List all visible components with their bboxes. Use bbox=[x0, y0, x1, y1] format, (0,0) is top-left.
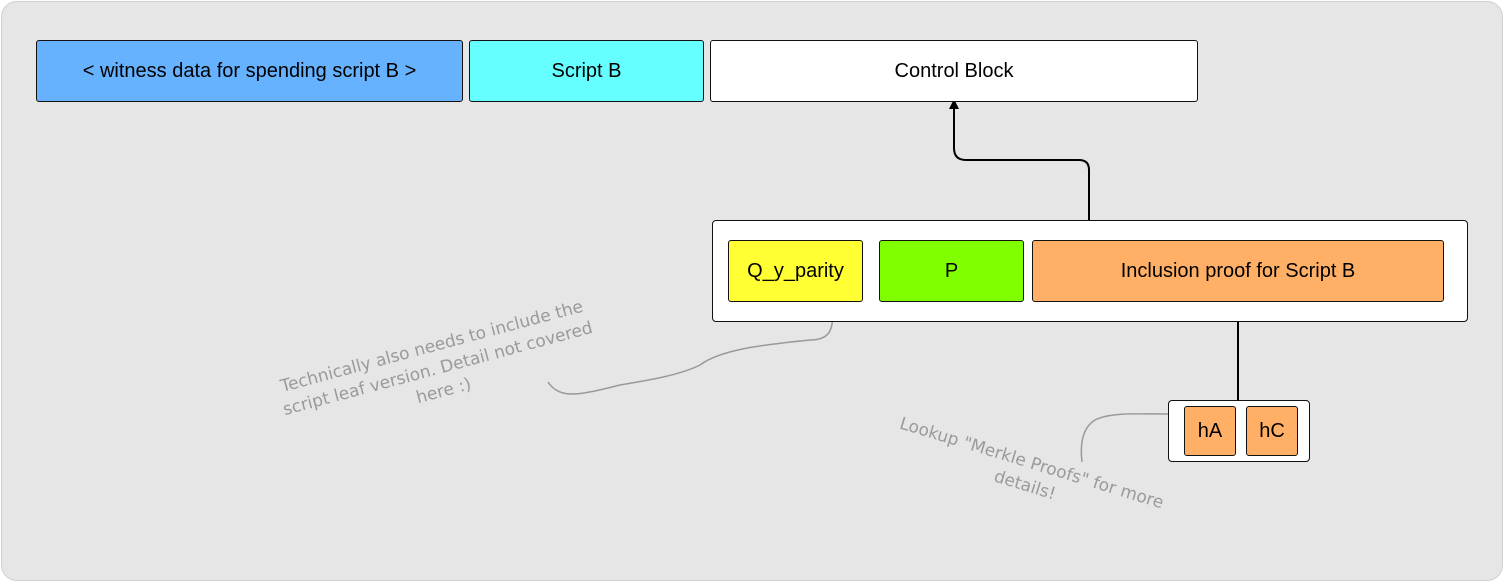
witness-data-box: < witness data for spending script B > bbox=[36, 40, 463, 102]
inclusion-proof-label: Inclusion proof for Script B bbox=[1120, 259, 1356, 282]
witness-data-label: < witness data for spending script B > bbox=[82, 59, 417, 82]
q-y-parity-label: Q_y_parity bbox=[747, 259, 844, 282]
script-b-box: Script B bbox=[469, 40, 704, 102]
hash-c-box: hC bbox=[1246, 406, 1298, 456]
p-box: P bbox=[879, 240, 1024, 302]
script-b-label: Script B bbox=[551, 59, 622, 82]
hash-a-box: hA bbox=[1184, 406, 1236, 456]
inclusion-proof-box: Inclusion proof for Script B bbox=[1032, 240, 1444, 302]
hash-a-label: hA bbox=[1197, 419, 1223, 442]
control-block-label: Control Block bbox=[894, 59, 1014, 82]
hash-c-label: hC bbox=[1259, 419, 1285, 442]
p-label: P bbox=[944, 259, 959, 282]
q-y-parity-box: Q_y_parity bbox=[728, 240, 863, 302]
control-block-box: Control Block bbox=[710, 40, 1198, 102]
